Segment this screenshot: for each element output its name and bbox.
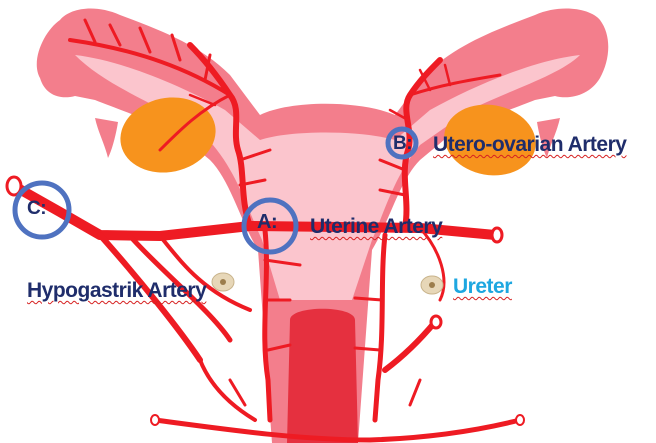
bottom-left-end xyxy=(151,415,159,425)
fimbria-left xyxy=(95,118,118,158)
label-c-marker: C: xyxy=(27,199,46,218)
bottom-right-end xyxy=(516,415,524,425)
lower-artery-end xyxy=(431,316,441,328)
right-artery-end xyxy=(492,228,502,242)
cervix xyxy=(287,309,358,443)
ureter-left xyxy=(212,273,234,291)
label-uterine-artery: Uterine Artery xyxy=(310,216,442,237)
uterine-cavity xyxy=(75,55,580,300)
label-hypogastric-artery: Hypogastrik Artery xyxy=(27,280,206,301)
right-lower-branch xyxy=(385,322,435,370)
label-utero-ovarian-artery: Utero-ovarian Artery xyxy=(433,134,626,155)
ureter-right xyxy=(421,276,443,294)
right-vaginal-descending xyxy=(375,235,385,420)
label-a-marker: A: xyxy=(257,212,277,232)
label-ureter: Ureter xyxy=(453,276,512,297)
label-b-marker: B: xyxy=(393,134,412,153)
